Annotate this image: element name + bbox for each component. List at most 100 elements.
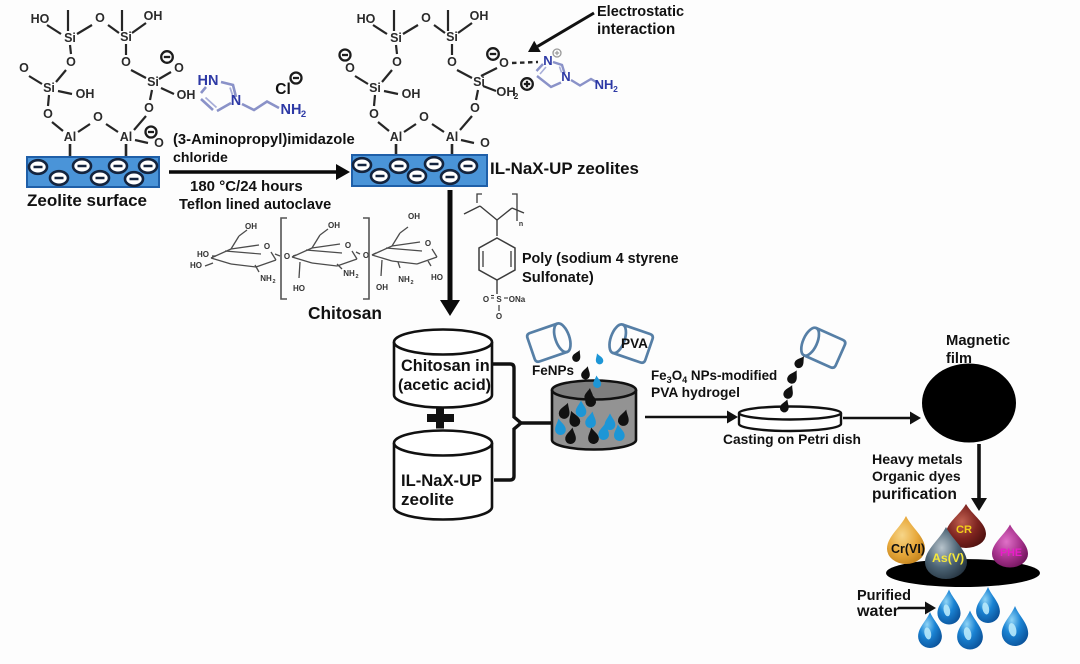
svg-text:HO: HO	[197, 250, 209, 259]
svg-text:OH: OH	[177, 88, 196, 102]
svg-text:O: O	[392, 55, 402, 69]
svg-text:PVA hydrogel: PVA hydrogel	[651, 385, 740, 400]
svg-text:O: O	[66, 55, 76, 69]
svg-text:Si: Si	[120, 30, 132, 44]
svg-text:2: 2	[613, 84, 618, 94]
svg-text:O: O	[480, 136, 490, 150]
svg-text:Al: Al	[446, 130, 459, 144]
svg-text:PHE: PHE	[1000, 547, 1022, 559]
svg-text:O: O	[144, 101, 154, 115]
svg-text:film: film	[946, 351, 972, 367]
svg-text:water: water	[856, 602, 900, 620]
svg-text:2: 2	[355, 274, 358, 280]
svg-text:interaction: interaction	[597, 21, 675, 38]
svg-text:Poly (sodium 4 styrene: Poly (sodium 4 styrene	[522, 251, 679, 267]
svg-text:S: S	[496, 295, 502, 304]
svg-text:HO: HO	[31, 12, 50, 26]
svg-text:Al: Al	[64, 130, 77, 144]
svg-text:Teflon lined autoclave: Teflon lined autoclave	[179, 197, 331, 213]
svg-text:OH: OH	[402, 87, 421, 101]
svg-text:Si: Si	[64, 31, 76, 45]
svg-text:2: 2	[301, 109, 306, 120]
svg-text:HO: HO	[293, 284, 305, 293]
svg-text:O: O	[483, 295, 489, 304]
svg-text:PVA: PVA	[621, 336, 648, 351]
svg-text:Chitosan: Chitosan	[308, 303, 382, 323]
svg-text:Chitosan in: Chitosan in	[401, 357, 490, 375]
svg-text:HO: HO	[357, 12, 376, 26]
svg-text:O: O	[264, 242, 270, 251]
svg-text:NH: NH	[281, 102, 302, 118]
svg-text:chloride: chloride	[173, 149, 228, 165]
svg-text:N: N	[561, 69, 570, 84]
svg-text:Casting on Petri dish: Casting on Petri dish	[723, 432, 861, 447]
svg-text:Zeolite surface: Zeolite surface	[27, 191, 147, 210]
svg-text:NH: NH	[398, 275, 410, 284]
svg-text:(acetic acid): (acetic acid)	[398, 376, 491, 394]
svg-text:OH: OH	[470, 9, 489, 23]
svg-text:Si: Si	[390, 31, 402, 45]
svg-text:O: O	[345, 61, 355, 75]
svg-text:OH: OH	[328, 221, 340, 230]
svg-text:O: O	[43, 107, 53, 121]
svg-text:Sulfonate): Sulfonate)	[522, 270, 594, 286]
svg-text:O: O	[93, 110, 103, 124]
svg-text:purification: purification	[872, 486, 957, 503]
svg-text:Heavy metals: Heavy metals	[872, 452, 963, 468]
svg-text:ONa: ONa	[509, 295, 526, 304]
svg-text:Si: Si	[473, 75, 485, 89]
svg-text:IL-NaX-UP: IL-NaX-UP	[401, 471, 482, 490]
svg-text:OH: OH	[376, 283, 388, 292]
svg-text:O: O	[470, 101, 480, 115]
svg-text:HO: HO	[190, 261, 202, 270]
svg-text:Al: Al	[390, 130, 403, 144]
svg-text:Organic dyes: Organic dyes	[872, 468, 961, 484]
svg-text:O: O	[363, 251, 369, 260]
svg-text:Si: Si	[147, 75, 159, 89]
svg-text:OH: OH	[245, 222, 257, 231]
svg-text:OH: OH	[496, 84, 516, 99]
svg-text:Magnetic: Magnetic	[946, 333, 1010, 349]
svg-text:Electrostatic: Electrostatic	[597, 4, 684, 20]
svg-text:NH: NH	[260, 274, 272, 283]
svg-text:2: 2	[410, 280, 413, 286]
svg-text:O: O	[121, 55, 131, 69]
svg-text:O: O	[425, 239, 431, 248]
svg-text:zeolite: zeolite	[401, 490, 454, 509]
svg-text:Si: Si	[446, 30, 458, 44]
svg-text:HN: HN	[198, 73, 219, 89]
svg-text:As(V): As(V)	[932, 551, 964, 565]
svg-text:O: O	[345, 241, 351, 250]
svg-text:180 °C/24 hours: 180 °C/24 hours	[190, 178, 303, 195]
svg-text:Purified: Purified	[857, 588, 911, 604]
svg-text:n: n	[519, 221, 523, 228]
svg-text:HO: HO	[431, 273, 443, 282]
svg-text:Al: Al	[120, 130, 133, 144]
svg-text:CR: CR	[956, 524, 972, 536]
svg-text:O: O	[19, 61, 29, 75]
svg-text:OH: OH	[408, 212, 420, 221]
svg-text:FeNPs: FeNPs	[532, 363, 574, 378]
svg-text:NH: NH	[343, 269, 355, 278]
svg-text:OH: OH	[76, 87, 95, 101]
svg-text:N: N	[231, 93, 241, 109]
svg-text:IL-NaX-UP zeolites: IL-NaX-UP zeolites	[490, 159, 639, 178]
svg-text:O: O	[447, 55, 457, 69]
svg-text:NH: NH	[595, 77, 614, 92]
svg-text:O: O	[499, 56, 509, 70]
svg-text:2: 2	[272, 279, 275, 285]
svg-text:OH: OH	[144, 9, 163, 23]
svg-text:O: O	[369, 107, 379, 121]
svg-text:O: O	[496, 312, 502, 321]
svg-text:(3-Aminopropyl)imidazole: (3-Aminopropyl)imidazole	[173, 132, 355, 148]
svg-text:Cl: Cl	[275, 81, 291, 98]
svg-text:O: O	[154, 136, 164, 150]
svg-text:Cr(VI): Cr(VI)	[891, 542, 925, 556]
svg-text:Si: Si	[43, 81, 55, 95]
svg-text:O: O	[174, 61, 184, 75]
svg-text:O: O	[284, 252, 290, 261]
svg-text:2: 2	[514, 91, 519, 101]
svg-text:O: O	[421, 11, 431, 25]
svg-text:O: O	[419, 110, 429, 124]
svg-text:N: N	[543, 53, 552, 68]
